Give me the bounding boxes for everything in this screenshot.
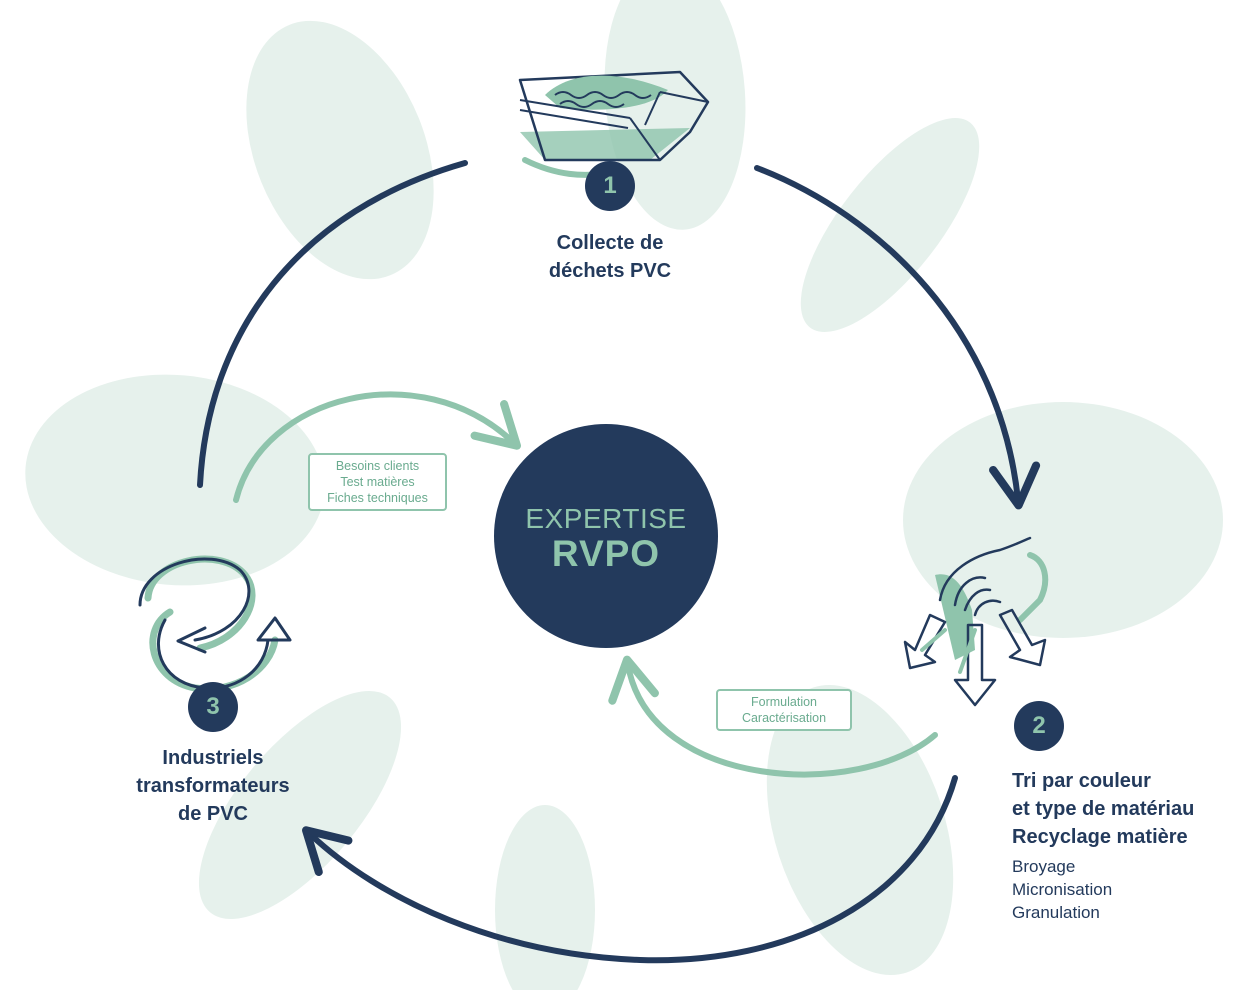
feedback-arrows xyxy=(233,391,938,778)
background-petals xyxy=(25,0,1223,990)
step-2-sub-line: Broyage xyxy=(1012,857,1076,876)
step-1-title-line: déchets PVC xyxy=(548,260,672,282)
expertise-hub: EXPERTISE RVPO xyxy=(494,424,718,648)
waste-bin-icon xyxy=(518,70,710,178)
cycle-arrows xyxy=(197,160,1041,964)
hub-title-line2: RVPO xyxy=(551,533,661,574)
arrow-2-to-3 xyxy=(302,775,958,964)
step-1-title-line: Collecte de xyxy=(556,232,664,254)
feedback-note-left: Besoins clients Test matières Fiches tec… xyxy=(308,453,447,511)
step-2-sub-line: Granulation xyxy=(1012,903,1100,922)
note-item: Fiches techniques xyxy=(327,491,428,505)
step-2-sub-line: Micronisation xyxy=(1012,880,1113,899)
feedback-arrow-right xyxy=(608,655,938,778)
hub-title-line1: EXPERTISE xyxy=(525,503,687,534)
step-1-title: Collecte de déchets PVC xyxy=(500,229,720,285)
note-item: Test matières xyxy=(340,475,415,489)
step-2-title-line: Tri par couleur xyxy=(1012,770,1151,792)
note-item: Besoins clients xyxy=(335,459,420,473)
step-2-text: Tri par couleur et type de matériau Recy… xyxy=(1012,767,1227,924)
step-2-title-line: Recyclage matière xyxy=(1012,826,1188,848)
step-3-title: Industriels transformateurs de PVC xyxy=(103,744,323,828)
step-2-title-line: et type de matériau xyxy=(1012,798,1195,820)
sorting-hands-arrows-icon xyxy=(903,536,1049,707)
arrow-1-to-2 xyxy=(754,165,1041,510)
step-3-title-line: de PVC xyxy=(177,803,249,825)
step-3-title-line: transformateurs xyxy=(136,775,290,797)
step-1-badge: 1 xyxy=(585,161,635,211)
step-3-title-line: Industriels xyxy=(162,747,264,769)
feedback-arrow-left xyxy=(233,391,521,503)
step-3-badge: 3 xyxy=(188,682,238,732)
step-2-badge: 2 xyxy=(1014,701,1064,751)
note-item: Formulation xyxy=(751,695,817,709)
note-item: Caractérisation xyxy=(741,711,827,725)
feedback-note-right: Formulation Caractérisation xyxy=(716,689,852,731)
arrow-3-to-1 xyxy=(197,160,468,488)
